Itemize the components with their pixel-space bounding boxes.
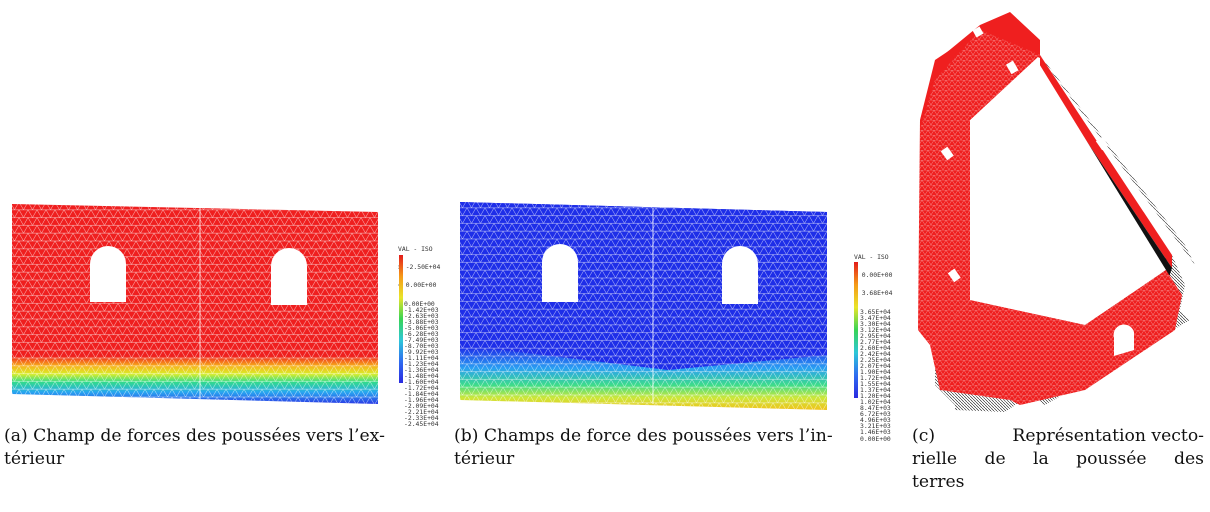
legend-a-tick-label: 0.00E+00 xyxy=(404,299,435,308)
legend-b-tick-label: 3.21E+03 xyxy=(860,422,891,431)
legend-b-tick-label: 3.12E+04 xyxy=(860,325,891,334)
caption-c-line-2: rielle de la poussée des xyxy=(912,449,1204,469)
legend-a-header-2: > -2.50E+04 xyxy=(398,263,441,272)
legend-b-tick-label: 2.42E+04 xyxy=(860,349,891,358)
legend-b-tick-label: 1.20E+04 xyxy=(860,392,891,401)
legend-b-tick-label: 1.55E+04 xyxy=(860,380,891,389)
legend-a-tick-label: -1.42E+03 xyxy=(404,305,439,314)
legend-b-header-2: > 0.00E+00 xyxy=(854,271,893,280)
window-opening-left xyxy=(542,244,578,302)
caption-c: (c) Représentation vecto- rielle de la po… xyxy=(912,425,1204,494)
legend-a-tick-label: -6.28E+03 xyxy=(404,329,439,338)
legend-b-tick-label: 1.90E+04 xyxy=(860,367,891,376)
legend-b-tick-label: 1.37E+04 xyxy=(860,386,891,395)
legend-a-tick-label: -9.92E+03 xyxy=(404,347,439,356)
legend-b-tick-label: 2.25E+04 xyxy=(860,355,891,364)
legend-b-tick-label: 0.00E+00 xyxy=(860,434,891,443)
legend-a-tick-label: -1.11E+04 xyxy=(404,353,439,362)
legend-b-tick-label: 2.07E+04 xyxy=(860,361,891,370)
legend-a-tick-label: -8.70E+03 xyxy=(404,341,439,350)
window-opening xyxy=(947,268,961,283)
legend-a-tick-label: -1.96E+04 xyxy=(404,396,439,405)
window-opening-right xyxy=(271,248,307,305)
window-opening-right xyxy=(722,246,758,304)
figure-panel-b: VAL - ISO > 0.00E+00 < 3.68E+04 3.65E+04… xyxy=(450,190,910,442)
caption-a-tag: (a) xyxy=(4,426,28,446)
caption-a-line-2: térieur xyxy=(4,449,65,469)
figure-panel-a: VAL - ISO > -2.50E+04 < 0.00E+00 0.00E+0… xyxy=(0,190,440,428)
legend-b-tick-label: 2.95E+04 xyxy=(860,331,891,340)
legend-b: VAL - ISO > 0.00E+00 < 3.68E+04 3.65E+04… xyxy=(854,242,892,454)
caption-b-tag: (b) xyxy=(454,426,479,446)
legend-a-tick-label: -2.45E+04 xyxy=(404,420,439,429)
legend-b-tick-label: 1.46E+03 xyxy=(860,428,891,437)
building-vector-plot xyxy=(918,12,1195,412)
legend-b-tick-label: 1.02E+04 xyxy=(860,398,891,407)
legend-b-tick-label: 2.60E+04 xyxy=(860,343,891,352)
legend-a-tick-label: -2.21E+04 xyxy=(404,408,439,417)
legend-b-tick-label: 3.47E+04 xyxy=(860,313,891,322)
caption-c-line-1: Représentation vecto- xyxy=(1012,426,1204,446)
legend-b-header-3: < 3.68E+04 xyxy=(854,289,893,298)
legend-b-tick-label: 3.65E+04 xyxy=(860,307,891,316)
legend-a-tick-label: -5.06E+03 xyxy=(404,323,439,332)
caption-a-line-1: Champ de forces des poussées vers l’ex- xyxy=(33,426,385,446)
building-end-wall-top xyxy=(935,12,1040,62)
wall-inward-pressure-plot xyxy=(460,202,827,410)
window-opening xyxy=(1006,60,1019,75)
window-opening xyxy=(972,26,984,38)
caption-c-tag: (c) xyxy=(912,426,936,446)
caption-b: (b) Champs de force des poussées vers l’… xyxy=(454,425,914,471)
legend-b-tick-label: 1.72E+04 xyxy=(860,374,891,383)
caption-a: (a) Champ de forces des poussées vers l’… xyxy=(4,425,444,471)
legend-a-tick-label: -1.48E+04 xyxy=(404,372,439,381)
legend-a-tick-label: -2.09E+04 xyxy=(404,402,439,411)
wall-outward-pressure-plot xyxy=(12,204,378,404)
building-interior-void xyxy=(970,62,1166,325)
colorbar-a xyxy=(399,255,403,383)
caption-c-line-3: terres xyxy=(912,472,965,492)
legend-b-tick-label: 8.47E+03 xyxy=(860,404,891,413)
legend-a-tick-label: -2.63E+03 xyxy=(404,311,439,320)
legend-b-tick-label: 3.30E+04 xyxy=(860,319,891,328)
door-opening xyxy=(1113,324,1134,356)
legend-b-header-1: VAL - ISO xyxy=(854,253,889,262)
legend-a-tick-label: -2.33E+04 xyxy=(404,414,439,423)
legend-a-tick-label: -7.49E+03 xyxy=(404,335,439,344)
legend-a-tick-label: -1.84E+04 xyxy=(404,390,439,399)
legend-a-header-1: VAL - ISO xyxy=(398,245,433,254)
legend-a: VAL - ISO > -2.50E+04 < 0.00E+00 0.00E+0… xyxy=(398,234,440,440)
legend-a-tick-label: -1.72E+04 xyxy=(404,384,439,393)
legend-a-header-3: < 0.00E+00 xyxy=(398,281,437,290)
legend-b-tick-label: 2.77E+04 xyxy=(860,337,891,346)
window-opening-left xyxy=(90,246,126,302)
window-opening xyxy=(940,146,954,161)
legend-a-tick-label: -1.23E+04 xyxy=(404,359,439,368)
caption-b-line-2: térieur xyxy=(454,449,515,469)
window-opening xyxy=(1083,295,1096,308)
caption-b-line-1: Champs de force des poussées vers l’in- xyxy=(483,426,833,446)
colorbar-b xyxy=(854,262,858,398)
legend-b-tick-label: 4.96E+03 xyxy=(860,416,891,425)
legend-a-tick-label: -3.88E+03 xyxy=(404,317,439,326)
window-opening xyxy=(1095,136,1109,151)
legend-b-tick-label: 6.72E+03 xyxy=(860,410,891,419)
legend-a-tick-label: -1.60E+04 xyxy=(404,378,439,387)
legend-a-tick-label: -1.36E+04 xyxy=(404,366,439,375)
